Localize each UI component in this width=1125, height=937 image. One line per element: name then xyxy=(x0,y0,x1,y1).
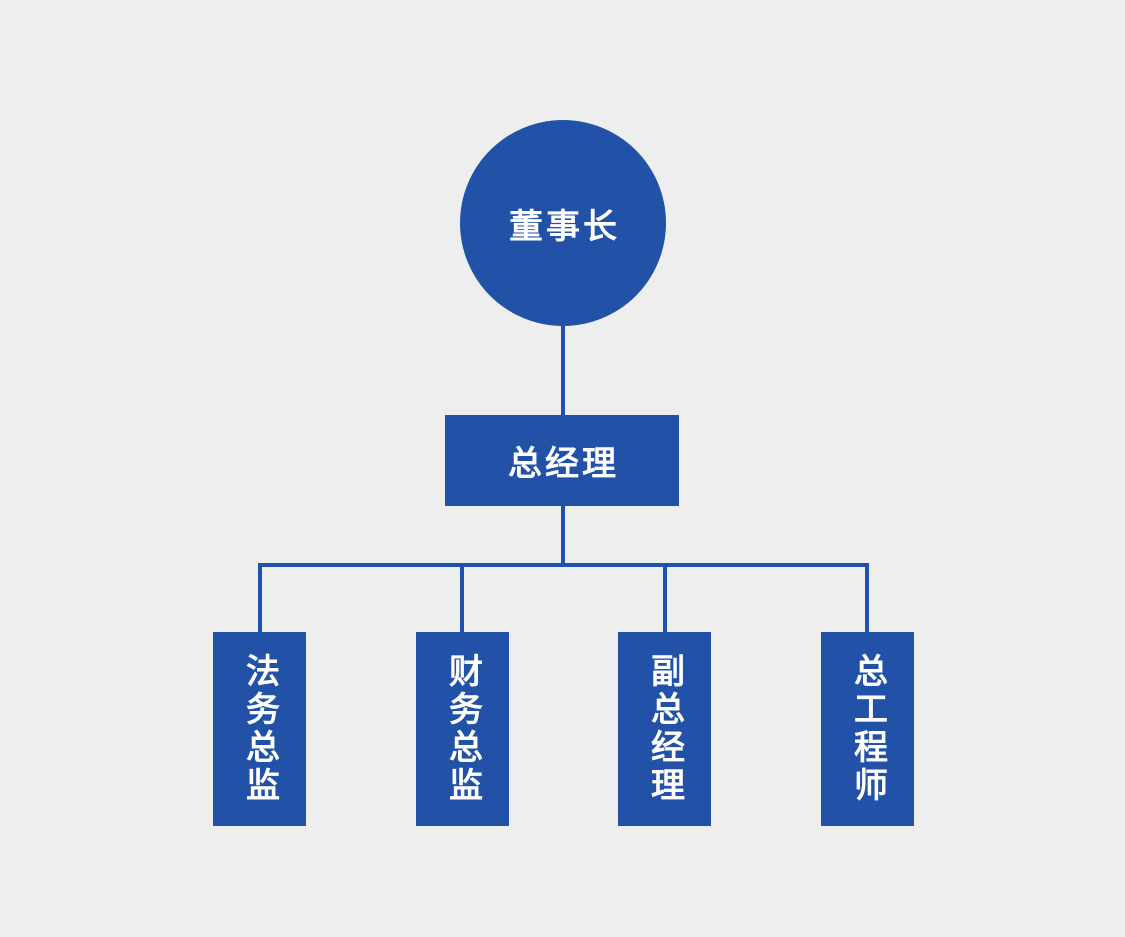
connector-drop-legal xyxy=(258,563,262,633)
node-finance-director[interactable]: 财务总监 xyxy=(416,632,509,826)
node-chairman-label: 董事长 xyxy=(509,207,620,246)
node-deputy-general-manager[interactable]: 副总经理 xyxy=(618,632,711,826)
connector-gm-stub xyxy=(561,506,565,563)
connector-horizontal-bus xyxy=(258,563,869,567)
connector-drop-deputy xyxy=(663,563,667,633)
node-deputy-general-manager-label: 副总经理 xyxy=(645,653,684,805)
node-chief-engineer-label: 总工程师 xyxy=(848,653,887,805)
node-chairman[interactable]: 董事长 xyxy=(460,120,666,326)
connector-drop-chief xyxy=(865,563,869,633)
node-general-manager[interactable]: 总经理 xyxy=(445,415,679,506)
connector-drop-finance xyxy=(460,563,464,633)
node-chief-engineer[interactable]: 总工程师 xyxy=(821,632,914,826)
node-general-manager-label: 总经理 xyxy=(508,445,619,483)
node-legal-director[interactable]: 法务总监 xyxy=(213,632,306,826)
node-legal-director-label: 法务总监 xyxy=(240,653,279,805)
connector-chairman-to-gm xyxy=(561,325,565,416)
node-finance-director-label: 财务总监 xyxy=(443,653,482,805)
